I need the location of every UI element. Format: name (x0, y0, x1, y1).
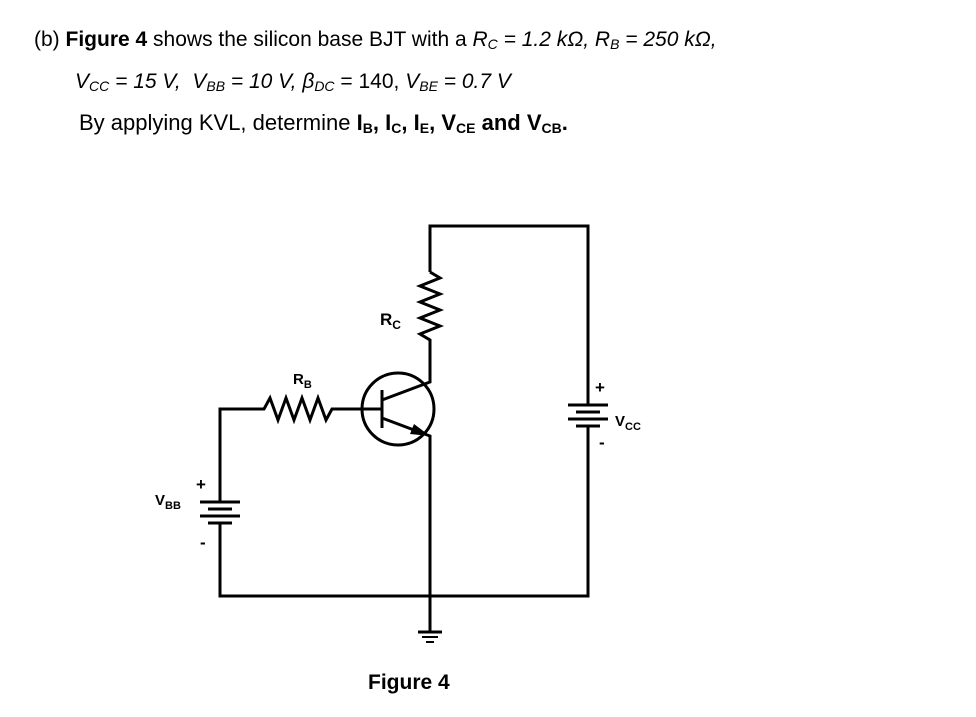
vcc-minus-sign: - (599, 433, 605, 452)
bottom-right-wire (430, 426, 590, 598)
top-wire (428, 224, 590, 405)
target-vcb: VCB. (526, 110, 568, 136)
instruction-text: By applying KVL, determine (79, 110, 351, 135)
figure-caption: Figure 4 (368, 671, 450, 694)
target-ib: IB, (356, 110, 379, 136)
target-vce: VCE (441, 110, 476, 136)
question-line-1: (b) Figure 4 shows the silicon base BJT … (34, 28, 717, 52)
bottom-left-wire (218, 523, 430, 598)
shows-text: shows the silicon base BJT with a (153, 28, 467, 51)
beta-given: βDC = 140, (302, 70, 400, 94)
question-line-3: By applying KVL, determine IB, IC, IE, V… (79, 110, 568, 136)
figure-reference: Figure 4 (65, 28, 148, 51)
rb-resistor (218, 393, 362, 502)
vbe-given: VBE = 0.7 V (405, 70, 511, 94)
vbb-label: VBB (155, 492, 181, 512)
target-ie: IE, (413, 110, 436, 136)
vcc-label: VCC (615, 413, 641, 433)
rb-given: RB = 250 kΩ, (594, 28, 717, 52)
and-word: and (481, 110, 521, 135)
target-ic: IC, (385, 110, 408, 136)
vbb-given: VBB = 10 V, (192, 70, 297, 94)
vcc-plus-sign: + (595, 378, 605, 397)
vcc-given: VCC = 15 V, (75, 70, 181, 94)
rc-given: RC = 1.2 kΩ, (472, 28, 590, 52)
rc-resistor (415, 270, 445, 372)
part-label: (b) (34, 28, 60, 51)
collector-lead (381, 372, 432, 402)
question-line-2: VCC = 15 V, VBB = 10 V, βDC = 140, VBE =… (75, 70, 511, 94)
vbb-plus-sign: + (196, 475, 206, 494)
rb-label: RB (293, 371, 312, 391)
emitter-arrow (410, 424, 430, 436)
rc-label: RC (380, 310, 401, 332)
vbb-minus-sign: - (200, 533, 206, 552)
